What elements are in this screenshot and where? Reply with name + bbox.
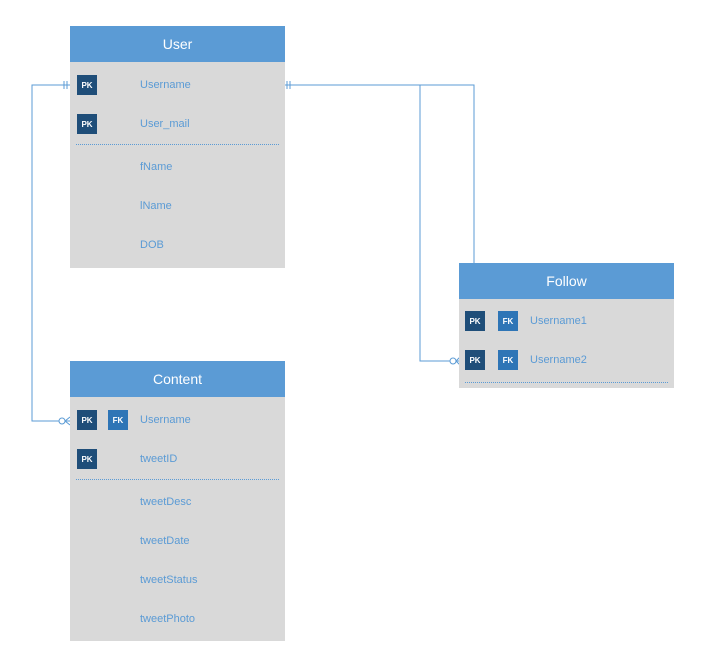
field-name: tweetID: [140, 453, 178, 465]
crow-foot-content: [64, 416, 71, 422]
entity-row: DOB: [70, 226, 285, 265]
entity-row: tweetDate: [70, 522, 285, 561]
entity-row: PK FK Username2: [459, 341, 674, 380]
field-name: Username: [140, 414, 191, 426]
entity-row: tweetPhoto: [70, 600, 285, 639]
fk-badge: FK: [498, 350, 518, 370]
zero-mark-content: [58, 417, 66, 425]
key-divider: [465, 382, 668, 383]
key-divider: [76, 144, 279, 145]
entity-row: PK FK Username: [70, 401, 285, 440]
field-name: Username2: [530, 354, 587, 366]
pk-badge: PK: [77, 75, 97, 95]
entity-row: tweetStatus: [70, 561, 285, 600]
field-name: tweetDate: [140, 535, 190, 547]
field-name: tweetPhoto: [140, 613, 196, 625]
entity-title: Content: [70, 361, 285, 397]
entity-row: PK FK Username1: [459, 302, 674, 341]
key-divider: [76, 479, 279, 480]
field-name: lName: [140, 200, 172, 212]
connector-user-content: [31, 84, 70, 422]
pk-badge: PK: [77, 449, 97, 469]
fk-badge: FK: [108, 410, 128, 430]
connector-user-follow2: [419, 85, 460, 362]
pk-badge: PK: [465, 311, 485, 331]
field-name: tweetDesc: [140, 496, 192, 508]
field-name: fName: [140, 161, 173, 173]
field-name: Username: [140, 79, 191, 91]
field-name: Username1: [530, 315, 587, 327]
field-name: User_mail: [140, 118, 190, 130]
zero-mark-follow2: [449, 357, 457, 365]
entity-row: fName: [70, 148, 285, 187]
entity-title: Follow: [459, 263, 674, 299]
pk-badge: PK: [77, 114, 97, 134]
entity-content[interactable]: Content PK FK Username PK tweetID tweetD…: [70, 361, 285, 641]
entity-row: PK Username: [70, 66, 285, 105]
entity-row: PK User_mail: [70, 105, 285, 144]
entity-title: User: [70, 26, 285, 62]
entity-user[interactable]: User PK Username PK User_mail fName lNam…: [70, 26, 285, 268]
connector-user-follow1: [285, 84, 475, 314]
fk-badge: FK: [498, 311, 518, 331]
entity-follow[interactable]: Follow PK FK Username1 PK FK Username2: [459, 263, 674, 388]
entity-row: PK tweetID: [70, 440, 285, 479]
entity-row: tweetDesc: [70, 483, 285, 522]
field-name: DOB: [140, 239, 164, 251]
entity-row: lName: [70, 187, 285, 226]
pk-badge: PK: [465, 350, 485, 370]
field-name: tweetStatus: [140, 574, 198, 586]
pk-badge: PK: [77, 410, 97, 430]
